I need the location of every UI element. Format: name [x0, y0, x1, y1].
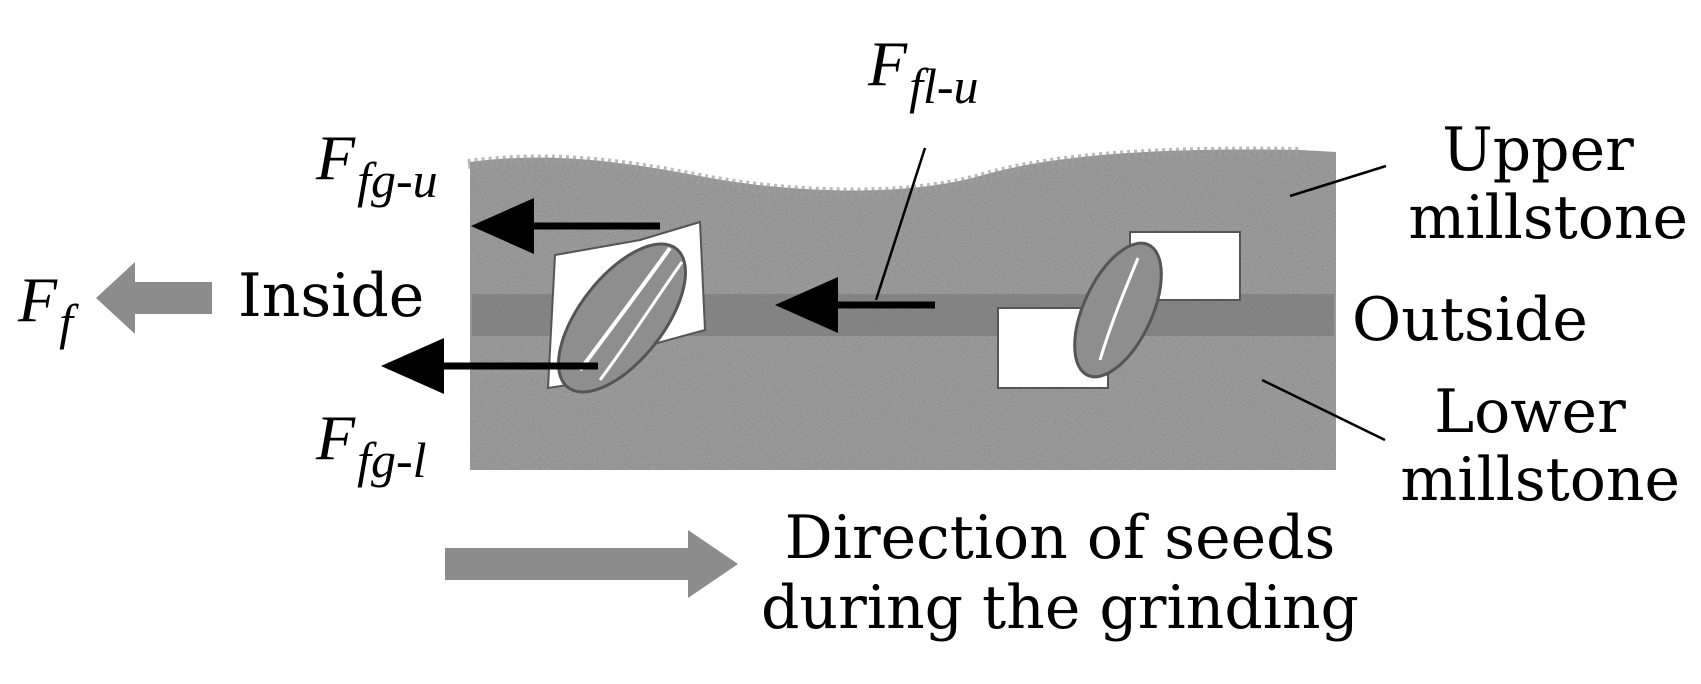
direction-arrow: [445, 530, 738, 598]
arrow-ff: [96, 262, 212, 334]
label-ffg-u-main: F: [316, 122, 356, 193]
label-upper-millstone: Upper millstone: [1388, 120, 1688, 248]
label-ffl-u-main: F: [868, 28, 908, 99]
label-direction-line2: during the grinding: [761, 573, 1359, 643]
label-ff-sub: f: [59, 294, 73, 350]
label-lower-millstone: Lower millstone: [1380, 382, 1680, 510]
left-seed-stripe: [578, 246, 672, 372]
right-seed-stripe: [1098, 257, 1140, 361]
label-ff: Ff: [18, 268, 73, 350]
label-upper-line2: millstone: [1408, 183, 1688, 253]
millstone-top-fuzz: [467, 146, 1301, 198]
label-ffg-u-sub: fg-u: [357, 152, 438, 208]
label-ff-main: F: [18, 264, 58, 335]
left-seed-stripe-2: [598, 261, 684, 381]
leader-ffl-u: [874, 147, 927, 301]
label-inside: Inside: [238, 261, 425, 331]
leader-lower-millstone: [1261, 378, 1386, 442]
label-lower-line1: Lower: [1434, 377, 1626, 447]
label-ffl-u-sub: fl-u: [909, 58, 979, 114]
label-ffg-u: Ffg-u: [316, 126, 438, 208]
label-upper-line1: Upper: [1442, 115, 1634, 185]
label-lower-line2: millstone: [1400, 445, 1680, 515]
label-ffl-u: Ffl-u: [868, 32, 979, 114]
label-direction: Direction of seeds during the grinding: [740, 508, 1380, 638]
label-ffg-l-main: F: [316, 402, 356, 473]
label-outside: Outside: [1352, 285, 1588, 355]
leader-upper-millstone: [1289, 164, 1387, 198]
label-direction-line1: Direction of seeds: [784, 503, 1336, 573]
label-ffg-l: Ffg-l: [316, 406, 427, 488]
label-ffg-l-sub: fg-l: [357, 432, 427, 488]
